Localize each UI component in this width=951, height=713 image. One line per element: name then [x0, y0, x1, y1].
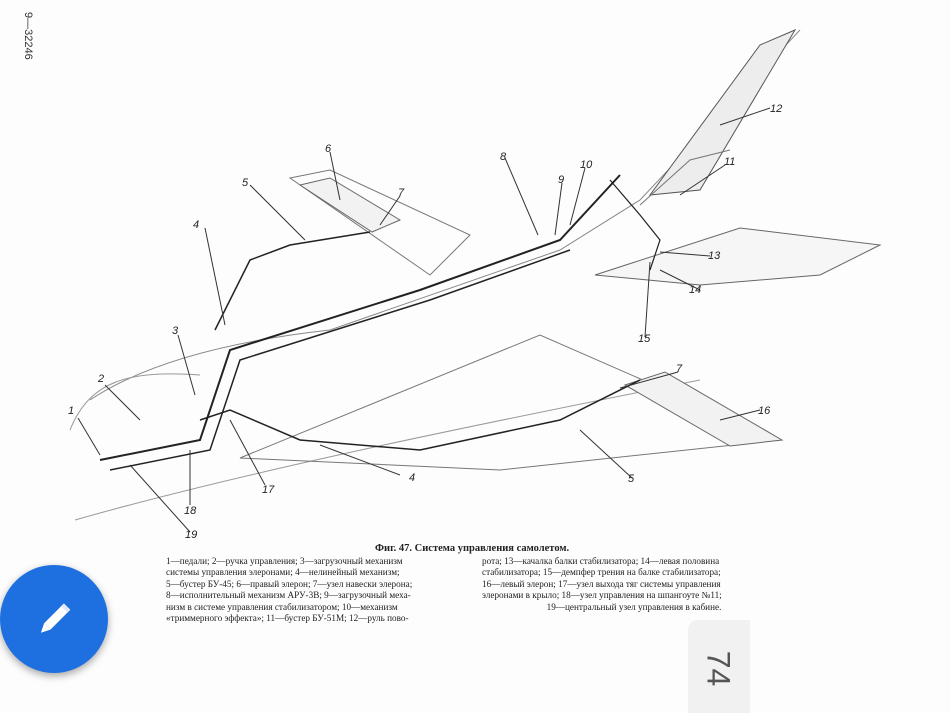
callout-4-upper: 4 — [193, 219, 199, 231]
callout-4-lower: 4 — [409, 472, 415, 484]
legend-left-column: 1—педали; 2—ручка управления; 3—загрузоч… — [166, 556, 466, 624]
legend-line: системы управления элеронами; 4—нелинейн… — [166, 567, 400, 578]
callout-12: 12 — [770, 103, 782, 115]
callout-16: 16 — [758, 405, 771, 417]
callout-9: 9 — [558, 174, 564, 186]
legend-line: «триммерного эффекта»; 11—бустер БУ-51М;… — [166, 613, 409, 624]
callout-17: 17 — [262, 484, 275, 496]
page-number-strip — [688, 620, 750, 713]
legend-line: стабилизатора; 15—демпфер трения на балк… — [482, 567, 721, 578]
callout-11: 11 — [724, 156, 735, 168]
callout-2: 2 — [97, 373, 104, 385]
callout-14: 14 — [689, 284, 701, 296]
callout-1: 1 — [68, 405, 74, 417]
legend-line: 19—центральный узел управления в кабине. — [546, 601, 722, 612]
callout-5-upper: 5 — [242, 177, 249, 189]
callout-15: 15 — [638, 333, 651, 345]
callout-18: 18 — [184, 505, 197, 517]
reference-code: 9—32246 — [22, 12, 34, 60]
pencil-icon — [40, 603, 71, 633]
legend-line: низм в системе управления стабилизатором… — [166, 601, 398, 612]
legend-line: 8—исполнительный механизм АРУ-3В; 9—загр… — [166, 590, 411, 601]
callout-7-upper: 7 — [398, 187, 405, 199]
legend-right-column: рота; 13—качалка балки стабилизатора; 14… — [482, 556, 786, 613]
callout-13: 13 — [708, 250, 721, 262]
callout-5-lower: 5 — [628, 473, 635, 485]
callout-10: 10 — [580, 159, 593, 171]
callout-19: 19 — [185, 529, 197, 540]
callout-8: 8 — [500, 151, 507, 163]
callout-7-lower: 7 — [676, 363, 683, 375]
legend-line: 16—левый элерон; 17—узел выхода тяг сист… — [482, 578, 721, 589]
page-number: 74 — [700, 650, 737, 687]
control-system-diagram: 1 2 3 4 4 5 5 6 7 7 8 9 10 11 12 13 14 1… — [68, 28, 882, 540]
callout-6: 6 — [325, 143, 332, 155]
legend-line: рота; 13—качалка балки стабилизатора; 14… — [482, 556, 720, 566]
figure-title: Фиг. 47. Система управления самолетом. — [375, 543, 570, 554]
legend-line: 1—педали; 2—ручка управления; 3—загрузоч… — [166, 556, 403, 566]
legend-line: элеронами в крыло; 18—узел управления на… — [482, 590, 722, 601]
legend-line: 5—бустер БУ-45; 6—правый элерон; 7—узел … — [166, 578, 413, 589]
edit-fab-button[interactable] — [0, 565, 108, 673]
callout-3: 3 — [172, 325, 179, 337]
